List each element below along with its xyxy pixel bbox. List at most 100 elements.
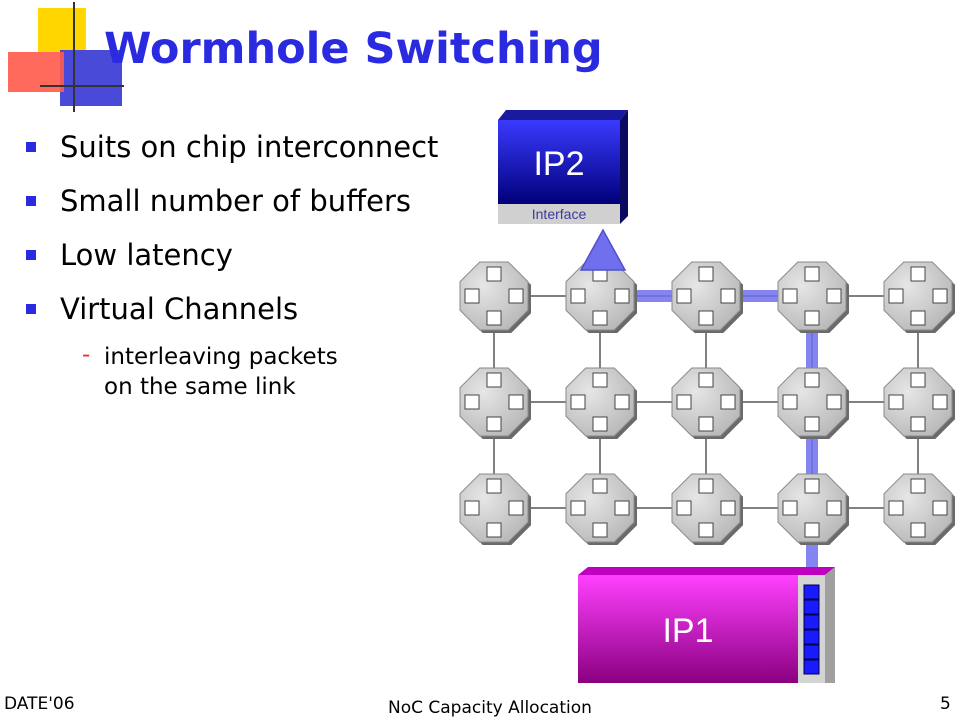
router-port: [486, 416, 502, 432]
router-port: [720, 500, 736, 516]
bullet-text: Virtual Channels: [60, 292, 299, 326]
router: [883, 261, 955, 333]
router-port: [804, 266, 820, 282]
router-port: [614, 394, 630, 410]
bullet-text: Suits on chip interconnect: [60, 130, 439, 164]
router-port: [698, 416, 714, 432]
router-port: [910, 522, 926, 538]
flit: [803, 629, 820, 645]
flit: [803, 599, 820, 615]
router-port: [676, 394, 692, 410]
router-port: [826, 394, 842, 410]
logo-decoration: [8, 2, 124, 112]
ip2-label: IP2: [533, 145, 584, 183]
router-port: [614, 500, 630, 516]
ip2-block: IP2 Interface: [498, 110, 628, 224]
router-port: [486, 478, 502, 494]
router-port: [910, 266, 926, 282]
router: [565, 261, 637, 333]
router-port: [888, 394, 904, 410]
flit: [803, 584, 820, 600]
bullet-marker: [26, 250, 36, 260]
router-port: [804, 522, 820, 538]
router-port: [826, 500, 842, 516]
router-port: [804, 478, 820, 494]
router-port: [888, 500, 904, 516]
router-port: [910, 310, 926, 326]
router-port: [508, 500, 524, 516]
router: [883, 367, 955, 439]
interface-bar: [498, 204, 620, 224]
router: [459, 367, 531, 439]
router-port: [486, 522, 502, 538]
router-port: [570, 288, 586, 304]
router-port: [910, 478, 926, 494]
flit-buffer: [803, 584, 820, 675]
router-port: [804, 310, 820, 326]
router-port: [570, 394, 586, 410]
route-arrow-head: [579, 228, 627, 271]
router-port: [910, 372, 926, 388]
router-port: [782, 500, 798, 516]
router: [565, 473, 637, 545]
router-port: [486, 266, 502, 282]
router: [777, 367, 849, 439]
flit: [803, 659, 820, 675]
router: [459, 473, 531, 545]
bullet-marker: [26, 196, 36, 206]
router-port: [486, 310, 502, 326]
router-port: [720, 394, 736, 410]
router-port: [592, 478, 608, 494]
bullet-marker: [26, 142, 36, 152]
router-grid: [459, 261, 955, 545]
router-port: [932, 288, 948, 304]
router-port: [592, 310, 608, 326]
router: [883, 473, 955, 545]
bullet-marker: [26, 304, 36, 314]
flit: [803, 644, 820, 660]
router-port: [592, 372, 608, 388]
router-port: [804, 416, 820, 432]
page-number: 5: [940, 694, 951, 714]
router: [671, 261, 743, 333]
router-port: [592, 416, 608, 432]
ip1-label: IP1: [662, 612, 713, 650]
router-port: [698, 266, 714, 282]
ip1-block: IP1: [578, 567, 835, 683]
router-port: [464, 394, 480, 410]
router-port: [570, 500, 586, 516]
router-port: [508, 394, 524, 410]
bullet-text: Small number of buffers: [60, 184, 411, 218]
bullet-item: Virtual Channels: [26, 282, 496, 336]
slide-title: Wormhole Switching: [104, 24, 603, 74]
router-port: [910, 416, 926, 432]
sub-bullet-marker: -: [82, 342, 91, 368]
bullet-item: Small number of buffers: [26, 174, 496, 228]
flit: [803, 614, 820, 630]
router: [671, 473, 743, 545]
interface-label: Interface: [532, 206, 587, 222]
router-port: [676, 288, 692, 304]
router-port: [486, 372, 502, 388]
router: [565, 367, 637, 439]
router: [777, 261, 849, 333]
bullet-text: Low latency: [60, 238, 233, 272]
router-port: [592, 522, 608, 538]
router-port: [508, 288, 524, 304]
sub-bullet: - interleaving packets on the same link: [82, 342, 338, 402]
router-port: [698, 478, 714, 494]
router-port: [720, 288, 736, 304]
router-port: [676, 500, 692, 516]
router: [777, 473, 849, 545]
router-port: [932, 500, 948, 516]
router-port: [932, 394, 948, 410]
router-port: [698, 372, 714, 388]
router-port: [614, 288, 630, 304]
router-port: [804, 372, 820, 388]
footer-title: NoC Capacity Allocation: [388, 698, 592, 718]
router: [459, 261, 531, 333]
footer-conference: DATE'06: [4, 694, 75, 714]
router-port: [782, 394, 798, 410]
router-port: [698, 310, 714, 326]
